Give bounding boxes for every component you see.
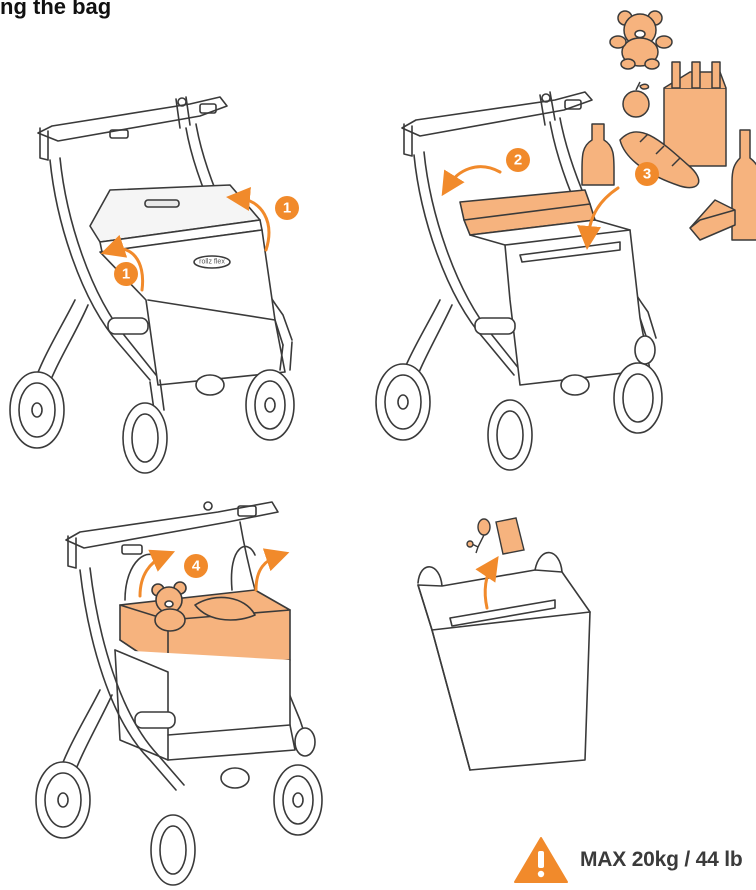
step-number: 2 [514,152,522,169]
warning-triangle-icon [513,836,569,884]
lift-arrow-right [256,556,278,590]
step-number: 4 [192,558,201,575]
panel-open-seat [10,97,294,473]
wallet-icon [496,518,524,554]
step-number: 1 [122,266,130,283]
keys-icon [467,519,490,553]
apple-icon [623,82,649,117]
teddy-bear-icon [610,11,672,69]
fold-seat-arrow [448,167,500,186]
step-number: 1 [283,200,291,217]
handlebar [402,92,592,156]
bag-handle-right [231,547,255,590]
brand-label: rollz flex [199,259,225,266]
step-number: 3 [643,166,651,183]
panel-lift-bag [36,502,322,885]
cheese-icon [690,200,735,240]
panel-detached-bag [418,553,590,770]
max-load-warning: MAX 20kg / 44 lb [513,836,756,884]
groceries [582,11,756,240]
six-pack-icon [664,62,726,166]
handlebar [38,97,227,160]
teddy-bear-icon [152,582,186,631]
detached-bag [418,553,590,770]
handlebar [66,502,278,568]
max-load-text: MAX 20kg / 44 lb [580,848,743,872]
shopping-bag-open [470,220,650,385]
bottle-icon [582,124,614,185]
shopping-bag [100,230,285,385]
